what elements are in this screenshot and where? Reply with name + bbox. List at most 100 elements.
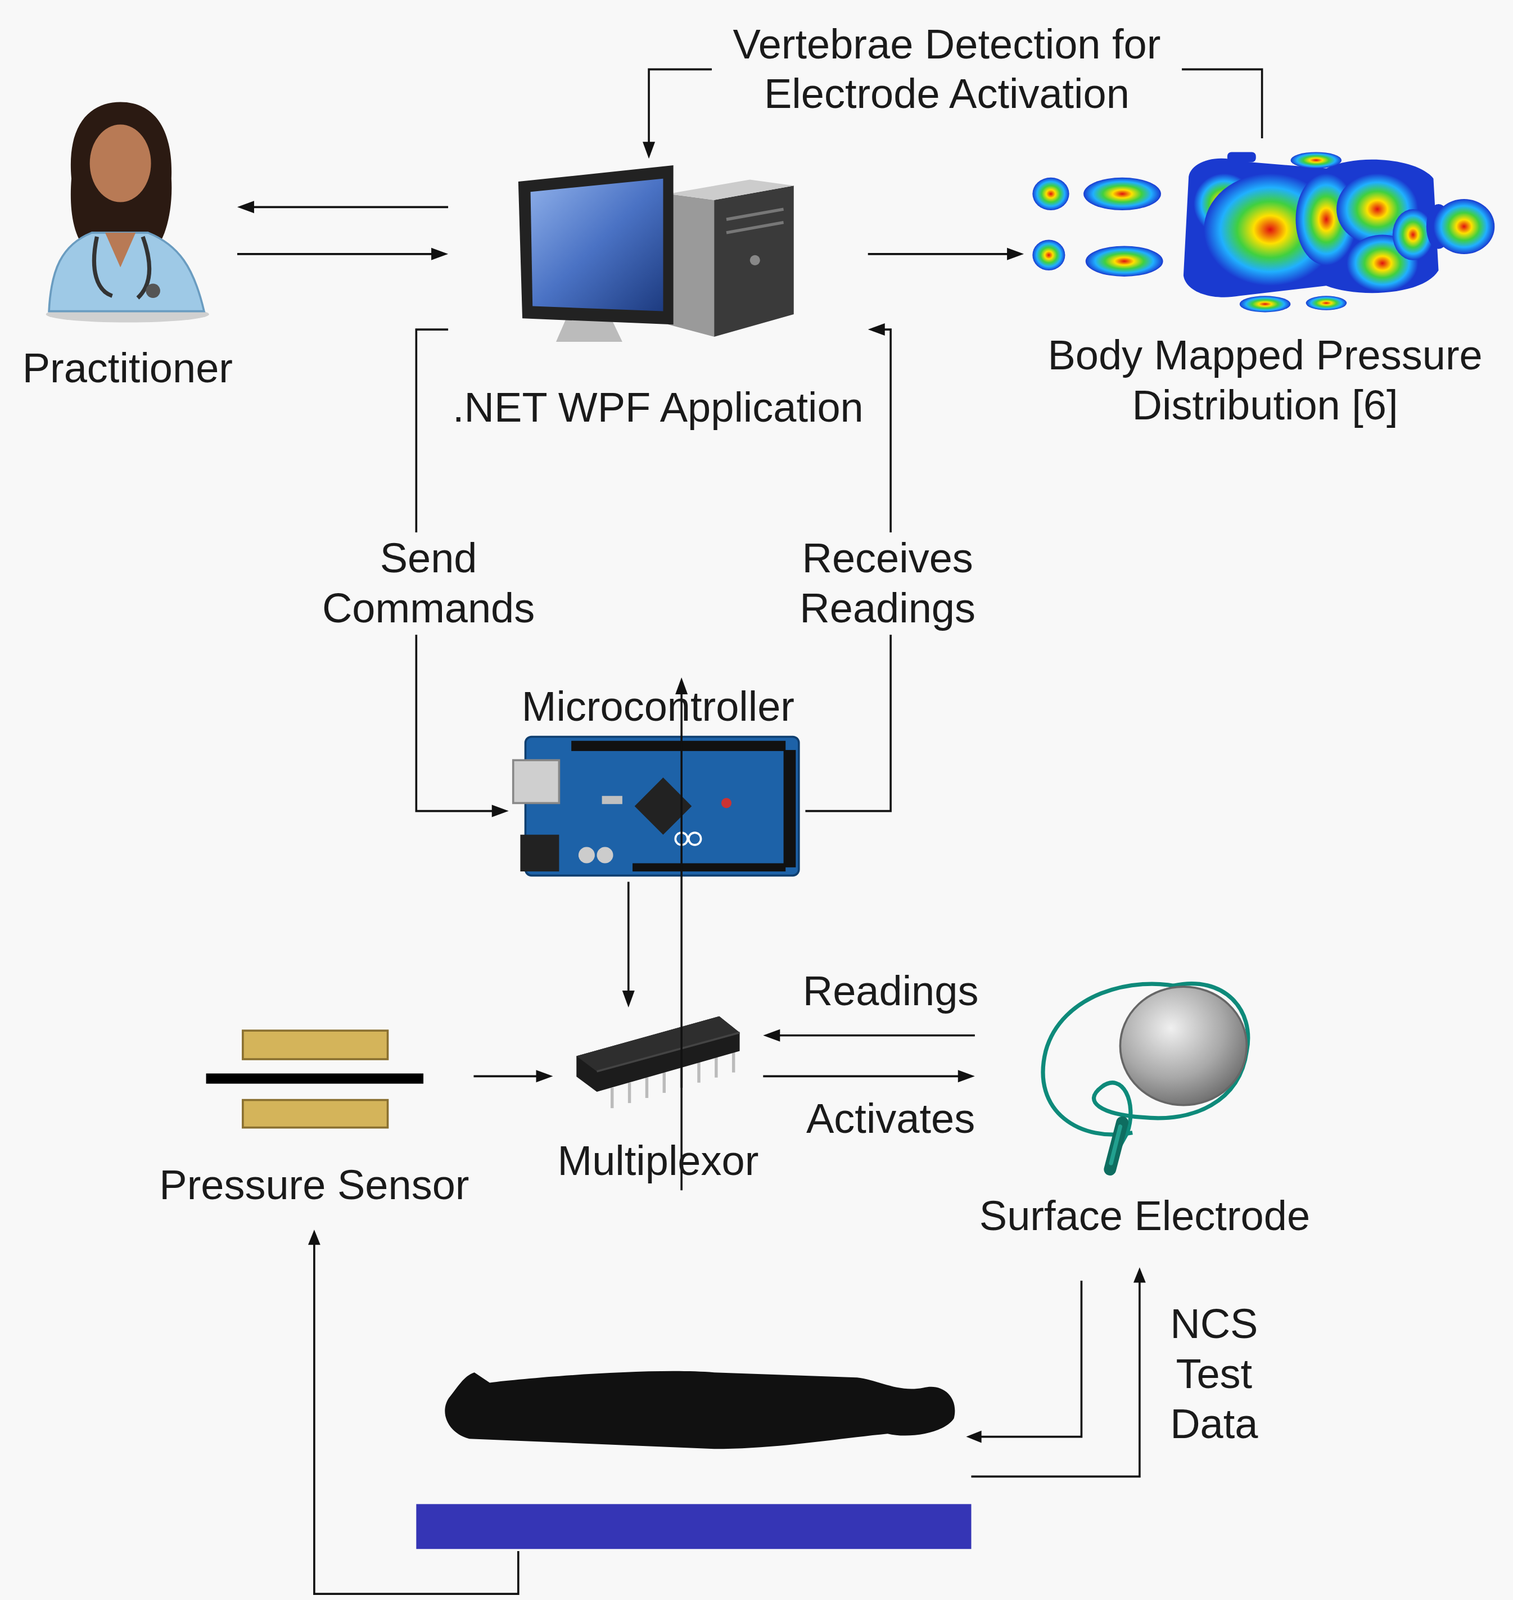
pressure-sensor-symbol xyxy=(206,1073,424,1084)
arrowhead xyxy=(642,141,656,159)
microcontroller-board xyxy=(783,750,797,868)
multiplexor-chip xyxy=(610,1087,614,1109)
computer-icon xyxy=(518,165,674,325)
multiplexor-chip xyxy=(597,1032,740,1072)
node-box: Body Mapped Pressure Distribution [6] xyxy=(1023,138,1499,436)
node-label: .NET WPF Application xyxy=(452,382,864,433)
arrowhead xyxy=(622,990,635,1008)
leader-line xyxy=(979,1280,1082,1438)
edge-label: Vertebrae Detection for Electrode Activa… xyxy=(711,18,1182,121)
leader-line xyxy=(314,1243,1140,1594)
connector-line xyxy=(627,882,630,995)
pressure-map-image xyxy=(1239,295,1291,313)
microcontroller-board xyxy=(513,736,799,876)
connector xyxy=(237,200,449,214)
arrowhead xyxy=(1006,247,1024,261)
arrowhead xyxy=(308,1229,321,1245)
node-label: Practitioner xyxy=(22,343,233,394)
practitioner-icon xyxy=(145,283,160,298)
leader-line xyxy=(314,1243,519,1594)
node-label: Multiplexor xyxy=(557,1136,759,1187)
computer-icon xyxy=(726,209,784,220)
surface-electrode-image xyxy=(1110,1126,1120,1164)
connector-line xyxy=(776,1034,975,1037)
patient-silhouette xyxy=(444,1371,955,1450)
arrowhead xyxy=(1133,1267,1146,1283)
arrowhead xyxy=(535,1069,553,1083)
pressure-map-image xyxy=(1085,245,1164,277)
surface-electrode-image xyxy=(1042,983,1249,1170)
node-label: Pressure Sensor xyxy=(159,1160,469,1211)
connector-line xyxy=(868,253,1011,256)
connector xyxy=(762,1029,975,1042)
practitioner-icon xyxy=(93,236,112,296)
annotation-label: NCS Test Data xyxy=(1157,1299,1271,1449)
computer-icon xyxy=(726,222,784,233)
practitioner-icon xyxy=(70,102,172,251)
multiplexor-chip xyxy=(697,1062,700,1083)
node-box: Microcontroller xyxy=(508,677,806,882)
node-box: .NET WPF Application xyxy=(448,158,869,438)
node-box: Multiplexor xyxy=(552,1007,763,1191)
node-box: Surface Electrode xyxy=(974,969,1315,1246)
arrowhead xyxy=(762,1029,780,1042)
arrowhead xyxy=(431,247,449,261)
connector-line xyxy=(762,1075,962,1078)
pressure-map-image xyxy=(1032,151,1495,313)
mat xyxy=(416,1504,971,1549)
connector xyxy=(762,1069,975,1083)
connector-line xyxy=(680,690,683,1191)
mat xyxy=(416,1504,971,1549)
arrowhead xyxy=(237,200,255,214)
multiplexor-chip xyxy=(662,1072,666,1094)
edge-label: Send Commands xyxy=(305,532,551,635)
pressure-map-image xyxy=(1183,158,1439,298)
practitioner-icon xyxy=(48,232,205,312)
connector xyxy=(473,1069,553,1083)
arrowhead xyxy=(965,1430,982,1444)
pressure-map-image xyxy=(1306,295,1348,310)
arrowhead xyxy=(868,323,885,336)
node-box: Practitioner xyxy=(17,97,238,398)
edge-label: Readings xyxy=(798,965,984,1018)
connector xyxy=(675,677,688,1191)
multiplexor-chip xyxy=(576,1016,740,1109)
computer-icon xyxy=(518,165,794,342)
connector xyxy=(622,882,635,1009)
multiplexor-chip xyxy=(628,1082,631,1104)
multiplexor-chip xyxy=(714,1057,718,1078)
microcontroller-board xyxy=(602,796,623,805)
pressure-sensor-symbol xyxy=(206,1030,424,1128)
pressure-map-image xyxy=(1032,240,1065,271)
multiplexor-chip xyxy=(576,1016,740,1072)
patient-silhouette xyxy=(444,1371,955,1450)
multiplexor-chip xyxy=(576,1016,740,1092)
pressure-map-image xyxy=(1433,199,1495,255)
node-label: Surface Electrode xyxy=(979,1191,1311,1242)
microcontroller-board xyxy=(721,797,732,808)
connector-line xyxy=(237,253,435,256)
pressure-map-image xyxy=(1083,177,1162,211)
arrowhead xyxy=(308,1229,1146,1443)
connector xyxy=(237,247,449,261)
microcontroller-board xyxy=(578,846,595,864)
pressure-map-image xyxy=(1290,151,1342,169)
practitioner-icon xyxy=(89,124,152,202)
microcontroller-board xyxy=(597,846,614,864)
microcontroller-board xyxy=(513,760,560,803)
connector-line xyxy=(473,1075,540,1078)
pressure-map-image xyxy=(1227,151,1257,162)
practitioner-icon xyxy=(46,102,210,323)
computer-icon xyxy=(668,193,715,337)
edge-label: Activates xyxy=(801,1093,980,1146)
microcontroller-board xyxy=(520,834,559,872)
computer-icon xyxy=(750,255,761,266)
arrowhead xyxy=(958,1069,975,1083)
microcontroller-board xyxy=(571,741,786,752)
pressure-sensor-symbol xyxy=(242,1030,388,1060)
node-box: Pressure Sensor xyxy=(154,1021,474,1216)
